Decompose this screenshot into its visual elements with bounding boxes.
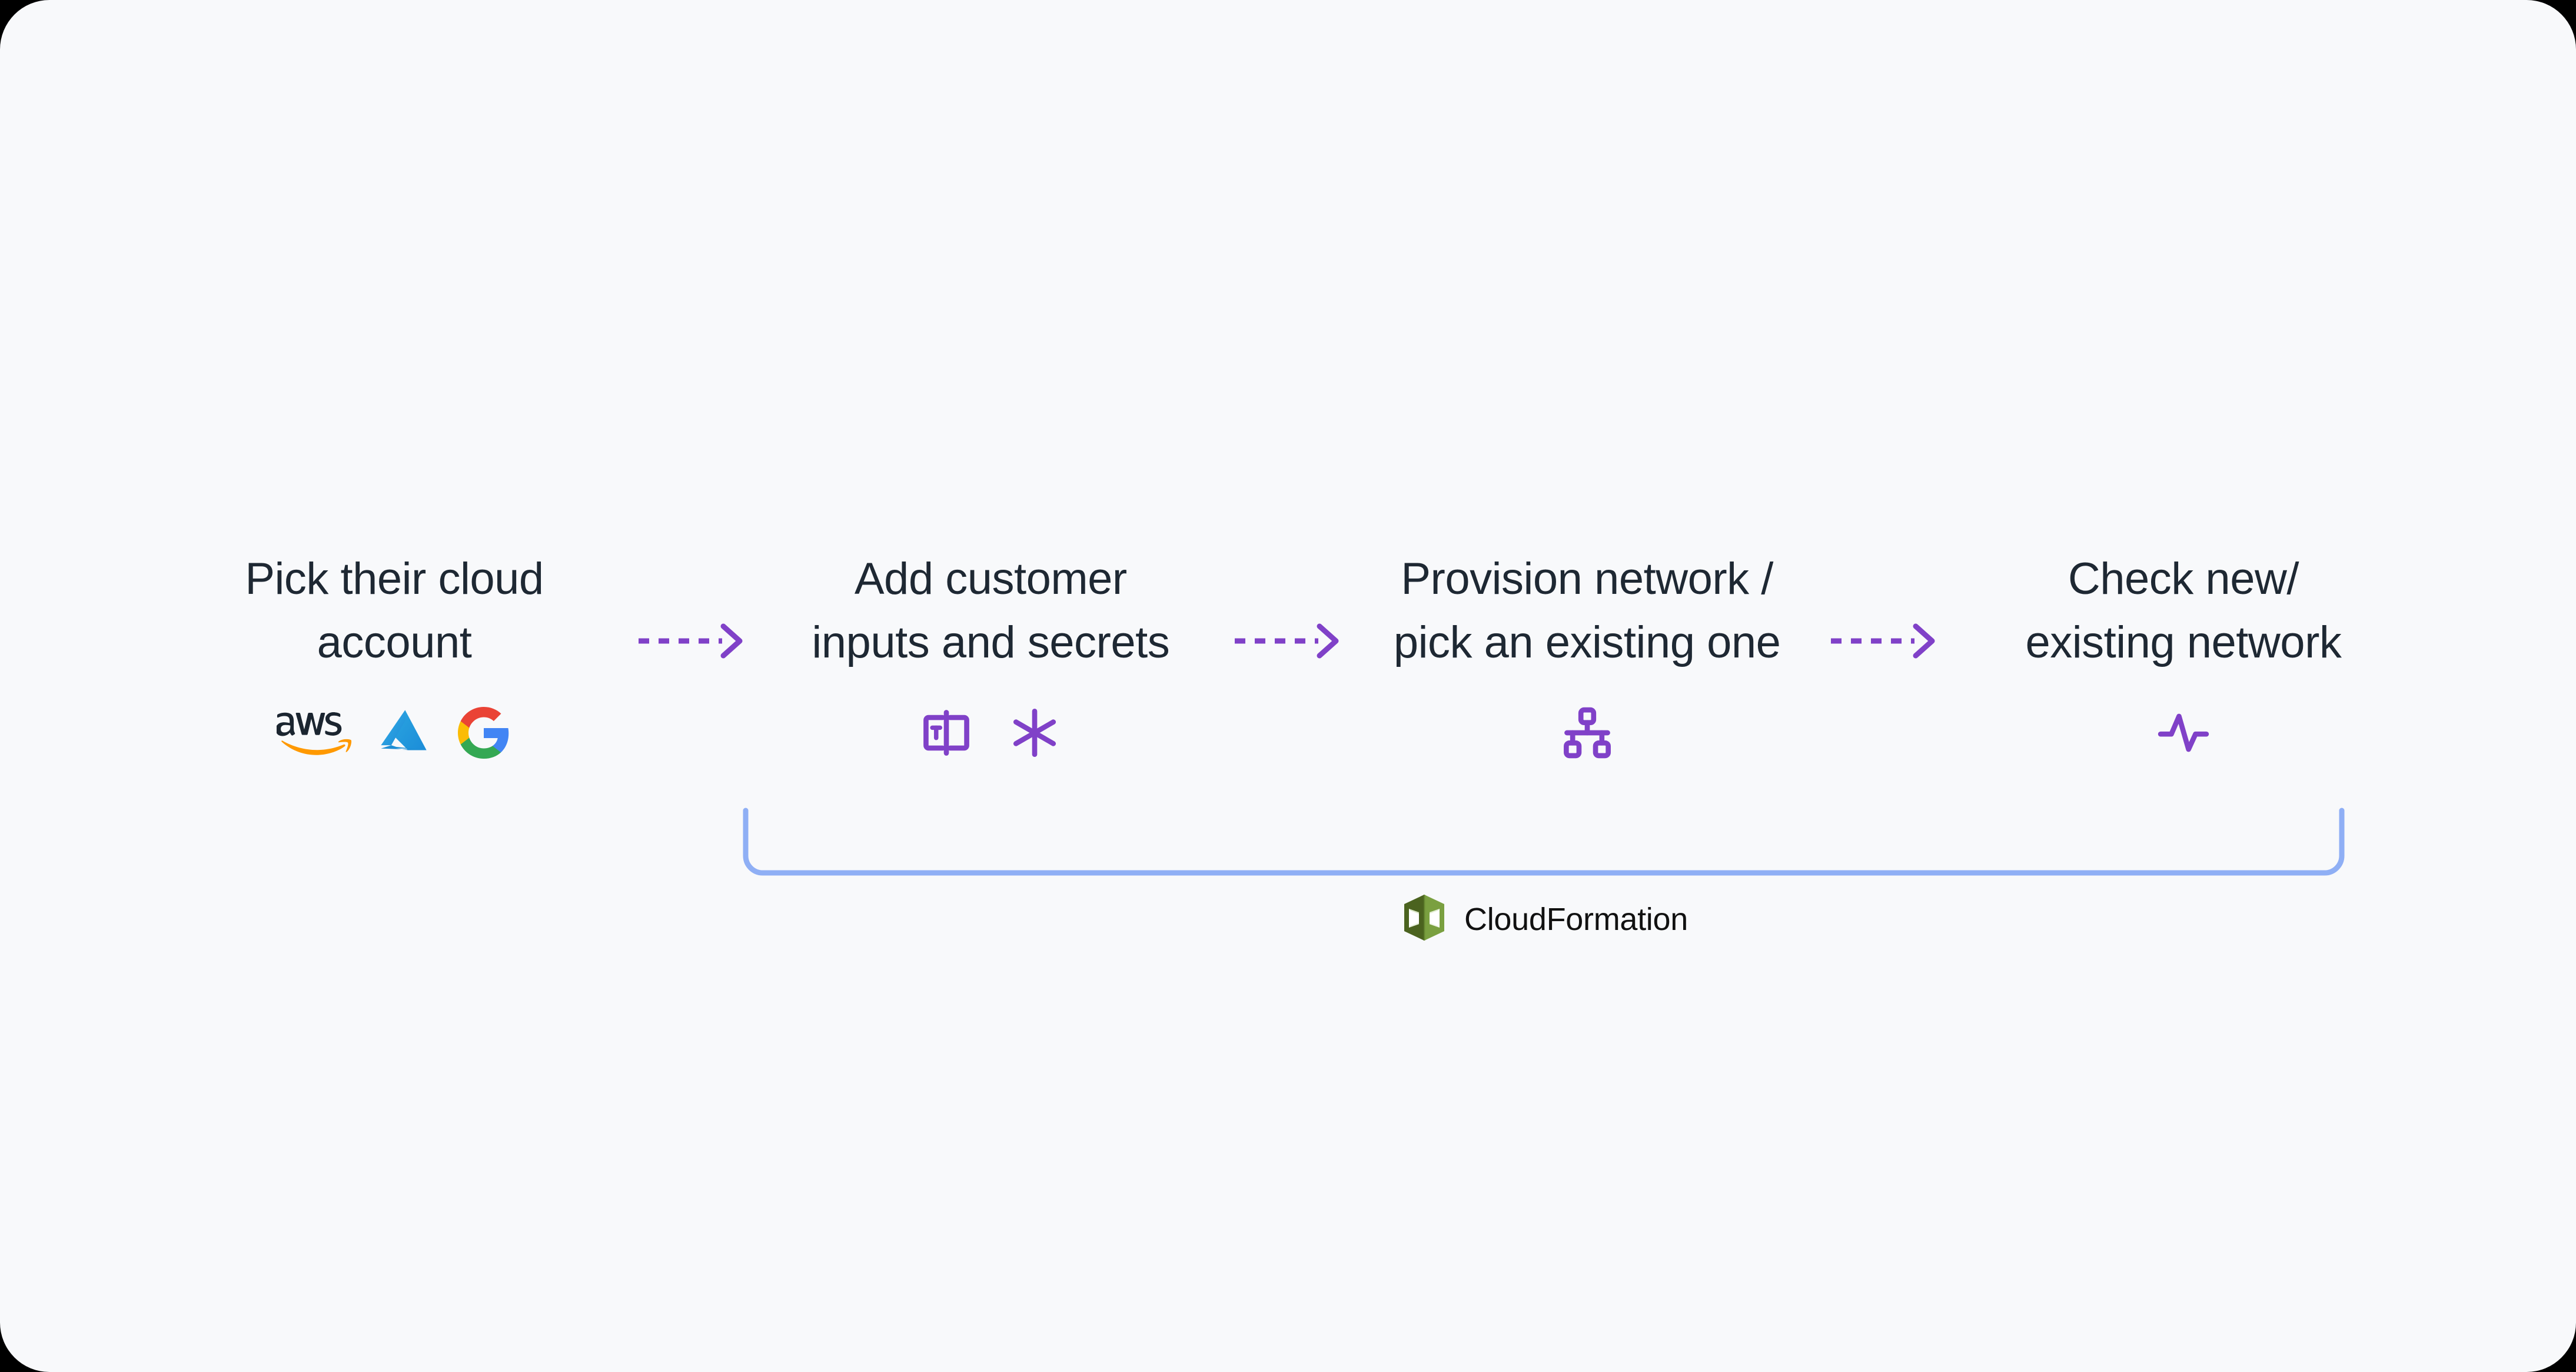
flow-step-4-icons [2152,695,2215,771]
network-topology-icon [1555,701,1619,765]
flow-step-2-icons [915,695,1066,771]
cloudformation-bracket [743,808,2345,876]
flow-step-3-icons [1555,695,1619,771]
flow-step-3: Provision network / pick an existing one [1370,547,1805,771]
activity-pulse-icon [2152,701,2215,765]
flow-step-1-icons [277,695,512,771]
flow-step-1-title: Pick their cloud account [245,554,544,667]
asterisk-secret-icon [1003,701,1066,765]
google-cloud-logo [456,705,512,761]
dashed-arrow-1 [631,614,754,667]
flow-step-2-title: Add customer inputs and secrets [812,554,1170,667]
cloudformation-label: CloudFormation [1464,901,1688,937]
flow-step-3-title: Provision network / pick an existing one [1393,554,1781,667]
text-input-field-icon [915,701,978,765]
flow-step-4: Check new/ existing network [1966,547,2401,771]
flow-step-2: Add customer inputs and secrets [773,547,1208,771]
process-flow: Pick their cloud account [177,547,2401,795]
azure-logo [377,706,431,760]
dashed-arrow-2 [1227,614,1351,667]
aws-cloudformation-icon [1401,892,1448,946]
flow-step-4-title: Check new/ existing network [2025,554,2342,667]
cloudformation-label-group: CloudFormation [1401,892,1688,946]
dashed-arrow-3 [1823,614,1947,667]
aws-logo [277,707,352,758]
flow-step-1: Pick their cloud account [177,547,612,771]
